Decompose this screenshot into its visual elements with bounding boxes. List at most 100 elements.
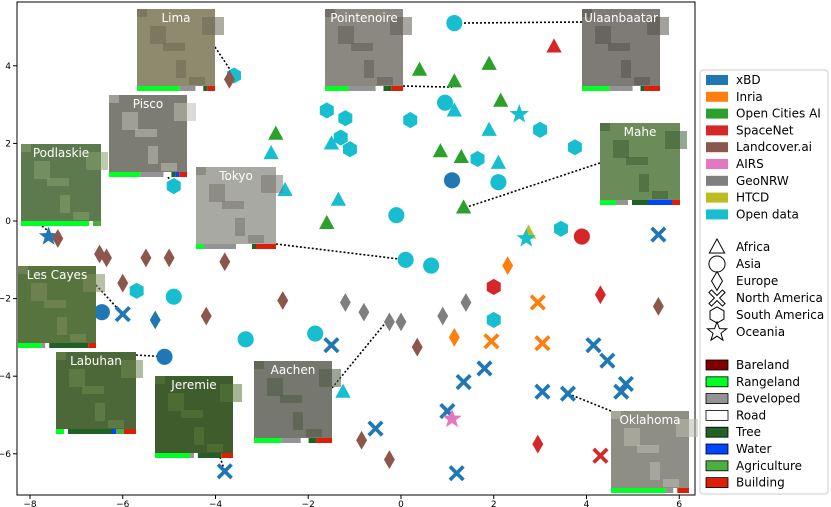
point-open-data-triangle xyxy=(263,145,279,160)
thumbnail-label-jeremie: Jeremie xyxy=(170,378,216,392)
landcover-strip-segment xyxy=(190,453,194,458)
point-open-data-circle xyxy=(436,94,454,111)
thumbnail-texture xyxy=(338,26,354,44)
thumbnail-texture xyxy=(82,386,104,394)
x-tick-label: −6 xyxy=(116,500,130,507)
landcover-strip-segment xyxy=(600,200,616,205)
point-open-data-star xyxy=(516,228,536,247)
point-open-data-hexagon xyxy=(486,311,501,328)
legend-label-agriculture: Agriculture xyxy=(736,459,802,473)
point-spacenet-hexagon xyxy=(486,278,501,296)
thumbnail-texture xyxy=(189,77,205,85)
thumbnail-texture xyxy=(325,9,335,17)
point-geonrw-diamond xyxy=(460,293,472,312)
thumbnail-texture xyxy=(626,157,648,165)
thumbnail-texture xyxy=(608,43,630,51)
landcover-strip-segment xyxy=(41,343,46,348)
thumbnail-label-pointenoire: Pointenoire xyxy=(330,11,398,25)
landcover-strip-segment xyxy=(68,429,112,434)
legend-marker-oceania xyxy=(705,320,729,342)
landcover-strip-segment xyxy=(155,453,191,458)
landcover-strip-segment xyxy=(196,244,204,249)
thumbnail-label-oklahoma: Oklahoma xyxy=(619,413,680,427)
x-tick-label: −2 xyxy=(302,500,315,507)
thumbnail-texture xyxy=(261,175,283,193)
thumbnail-texture xyxy=(109,95,119,103)
landcover-strip-segment xyxy=(171,172,176,177)
point-spacenet-triangle xyxy=(546,38,562,53)
point-open-cities-ai-triangle xyxy=(319,214,335,229)
point-open-cities-ai-triangle xyxy=(446,73,462,88)
landcover-strip-segment xyxy=(582,86,610,91)
point-xbd-x xyxy=(599,352,616,369)
landcover-strip-segment xyxy=(632,86,641,91)
thumbnail-texture xyxy=(194,427,204,445)
landcover-strip-segment xyxy=(89,221,93,226)
landcover-strip-segment xyxy=(18,343,42,348)
point-open-data-hexagon xyxy=(166,178,181,195)
point-xbd-x xyxy=(650,226,667,243)
leader-tokyo xyxy=(275,243,406,261)
thumbnail-texture xyxy=(86,152,108,170)
y-tick-label: 2 xyxy=(5,139,11,149)
landcover-strip-segment xyxy=(137,86,180,91)
x-tick-label: 2 xyxy=(491,500,497,507)
point-xbd-circle xyxy=(156,348,173,365)
landcover-strip-segment xyxy=(325,86,349,91)
point-open-data-circle xyxy=(423,257,440,274)
landcover-strip-segment xyxy=(281,438,301,443)
point-xbd-x xyxy=(114,306,131,323)
thumbnail-texture xyxy=(137,9,147,17)
legend-swatch-open-data xyxy=(706,209,728,220)
point-landcover-ai-diamond xyxy=(94,244,106,264)
thumbnail-texture xyxy=(254,361,264,369)
legend-swatch-agriculture xyxy=(705,460,729,472)
legend-marker-africa xyxy=(708,237,726,254)
point-xbd-x xyxy=(613,383,630,400)
point-xbd-x xyxy=(585,337,602,354)
thumbnail-pointenoire: Pointenoire xyxy=(325,9,412,91)
legend-label-landcover-ai: Landcover.ai xyxy=(736,140,812,154)
landcover-strip-segment xyxy=(616,200,628,205)
thumbnail-texture xyxy=(220,384,242,402)
thumbnail-texture xyxy=(222,201,244,209)
thumbnail-label-tokyo: Tokyo xyxy=(218,169,253,183)
x-tick-label: −4 xyxy=(209,500,223,507)
thumbnail-texture xyxy=(21,144,31,152)
legend-label-oceania: Oceania xyxy=(736,325,785,339)
landcover-strip-segment xyxy=(140,172,164,177)
thumbnail-texture xyxy=(135,129,157,137)
point-open-cities-ai-triangle xyxy=(493,92,509,107)
legend-swatch-open-cities-ai xyxy=(706,108,728,119)
point-landcover-ai-diamond xyxy=(383,450,395,469)
landcover-strip-segment xyxy=(109,172,141,177)
thumbnail-texture xyxy=(60,195,70,213)
thumbnail-texture xyxy=(637,445,659,453)
legend-swatch-building xyxy=(705,477,729,489)
thumbnail-podlaskie: Podlaskie xyxy=(21,144,108,226)
point-open-cities-ai-triangle xyxy=(455,199,472,214)
landcover-strip-segment xyxy=(179,172,187,177)
thumbnail-texture xyxy=(595,26,611,44)
point-landcover-ai-diamond xyxy=(140,248,152,268)
point-landcover-ai-diamond xyxy=(652,297,664,316)
point-open-cities-ai-triangle xyxy=(453,148,469,164)
legend-label-water: Water xyxy=(736,442,772,456)
legend-swatch-htcd xyxy=(706,192,728,203)
legend-marker-europe xyxy=(710,270,724,292)
thumbnail-texture xyxy=(293,412,303,430)
landcover-strip-segment xyxy=(673,488,678,493)
landcover-strip-segment xyxy=(640,86,645,91)
landcover-strip-segment xyxy=(254,438,282,443)
y-tick-label: 4 xyxy=(5,62,11,72)
thumbnail-texture xyxy=(665,131,687,149)
thumbnail-texture xyxy=(44,300,66,308)
point-xbd-x xyxy=(534,383,551,400)
point-xbd-x xyxy=(617,375,634,393)
landcover-strip-segment xyxy=(644,86,660,91)
landcover-strip-segment xyxy=(348,86,376,91)
landcover-strip-segment xyxy=(632,200,648,205)
thumbnail-texture xyxy=(174,103,196,121)
